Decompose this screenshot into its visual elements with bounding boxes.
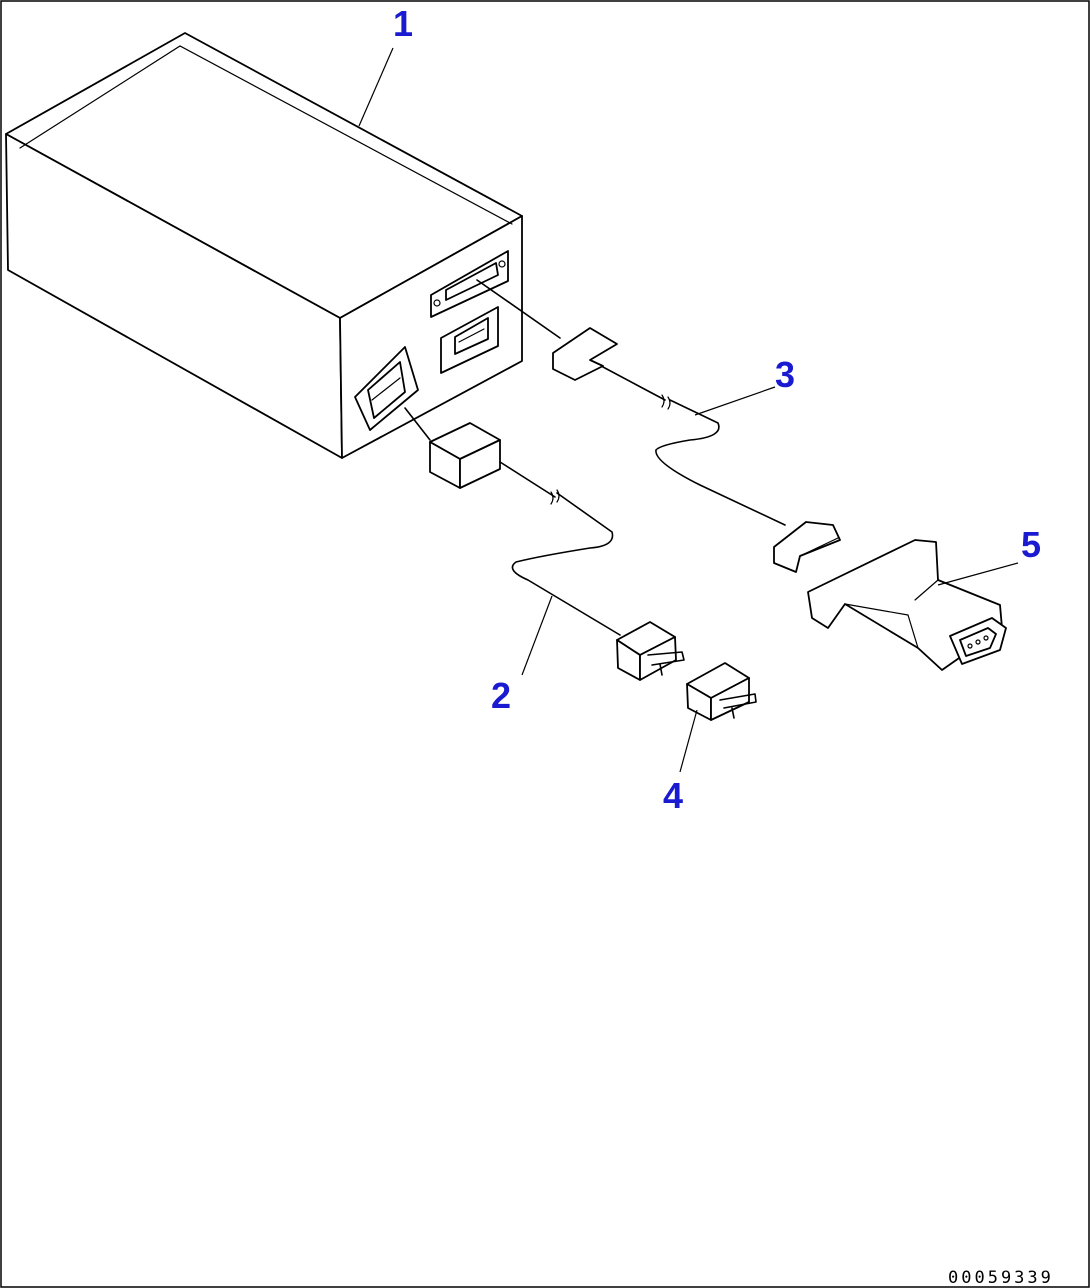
- controller-box: [5, 32, 523, 459]
- leader-1: [358, 47, 394, 127]
- power-cable: [404, 407, 685, 681]
- leader-2: [521, 595, 553, 676]
- callout-1: 1: [393, 3, 413, 44]
- leader-5: [937, 562, 1019, 586]
- leader-4: [679, 709, 698, 773]
- plug: [686, 662, 757, 721]
- callout-5: 5: [1021, 524, 1041, 565]
- drawing-number: 00059339: [948, 1268, 1054, 1288]
- data-cable: [476, 279, 841, 573]
- callout-2: 2: [491, 675, 511, 716]
- adapter-bracket: [807, 539, 1007, 671]
- callout-4: 4: [663, 775, 683, 816]
- callout-3: 3: [775, 354, 795, 395]
- leader-3: [694, 386, 776, 416]
